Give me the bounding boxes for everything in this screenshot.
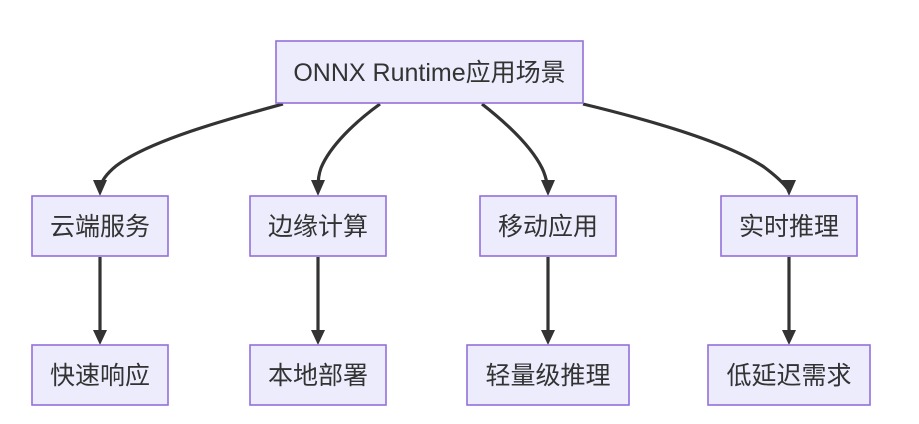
node-low-latency[interactable]: 低延迟需求 xyxy=(707,344,871,406)
arrow-head-cloud-to-fast-response xyxy=(93,330,107,345)
node-root[interactable]: ONNX Runtime应用场景 xyxy=(275,40,584,104)
edge-path-root-to-mobile xyxy=(481,102,550,189)
node-realtime[interactable]: 实时推理 xyxy=(720,195,858,257)
node-fast-response[interactable]: 快速响应 xyxy=(31,344,169,406)
arrow-head-root-to-mobile xyxy=(541,180,555,196)
edge-cloud-to-fast-response xyxy=(93,257,107,345)
node-rect-fast-response[interactable] xyxy=(31,344,169,406)
arrow-head-root-to-cloud xyxy=(93,180,107,196)
arrow-head-edge-compute-to-local-deploy xyxy=(311,330,325,345)
edge-root-to-edge-compute xyxy=(311,102,381,196)
arrow-head-realtime-to-low-latency xyxy=(782,330,796,345)
node-label-local-deploy: 本地部署 xyxy=(268,362,368,390)
node-label-cloud: 云端服务 xyxy=(50,213,150,241)
node-label-realtime: 实时推理 xyxy=(739,213,839,241)
edge-path-root-to-edge-compute xyxy=(316,102,381,189)
arrow-head-root-to-edge-compute xyxy=(311,180,325,196)
node-label-mobile: 移动应用 xyxy=(498,213,598,241)
node-label-light-inference: 轻量级推理 xyxy=(485,362,610,390)
edge-group xyxy=(93,102,796,345)
edge-mobile-to-light-inference xyxy=(541,257,555,345)
node-rect-local-deploy[interactable] xyxy=(249,344,387,406)
edge-realtime-to-low-latency xyxy=(782,257,796,345)
arrow-head-mobile-to-light-inference xyxy=(541,330,555,345)
edge-path-root-to-realtime xyxy=(582,102,789,189)
node-rect-root[interactable] xyxy=(275,40,584,104)
node-edge-compute[interactable]: 边缘计算 xyxy=(249,195,387,257)
node-light-inference[interactable]: 轻量级推理 xyxy=(466,344,630,406)
edge-root-to-realtime xyxy=(582,102,796,196)
arrow-head-root-to-realtime xyxy=(782,180,796,196)
node-rect-light-inference[interactable] xyxy=(466,344,630,406)
node-rect-realtime[interactable] xyxy=(720,195,858,257)
node-rect-low-latency[interactable] xyxy=(707,344,871,406)
edge-path-root-to-cloud xyxy=(98,102,284,189)
edge-root-to-mobile xyxy=(481,102,555,196)
edge-root-to-cloud xyxy=(93,102,284,196)
node-local-deploy[interactable]: 本地部署 xyxy=(249,344,387,406)
node-label-root: ONNX Runtime应用场景 xyxy=(293,59,565,87)
node-label-low-latency: 低延迟需求 xyxy=(726,362,851,390)
node-rect-cloud[interactable] xyxy=(31,195,169,257)
node-group: ONNX Runtime应用场景 云端服务 边缘计算 移动应用 实时推理 快速响 xyxy=(31,40,871,406)
node-rect-edge-compute[interactable] xyxy=(249,195,387,257)
edge-edge-compute-to-local-deploy xyxy=(311,257,325,345)
node-rect-mobile[interactable] xyxy=(479,195,617,257)
node-label-fast-response: 快速响应 xyxy=(50,362,150,390)
node-mobile[interactable]: 移动应用 xyxy=(479,195,617,257)
node-label-edge-compute: 边缘计算 xyxy=(268,213,368,241)
node-cloud[interactable]: 云端服务 xyxy=(31,195,169,257)
